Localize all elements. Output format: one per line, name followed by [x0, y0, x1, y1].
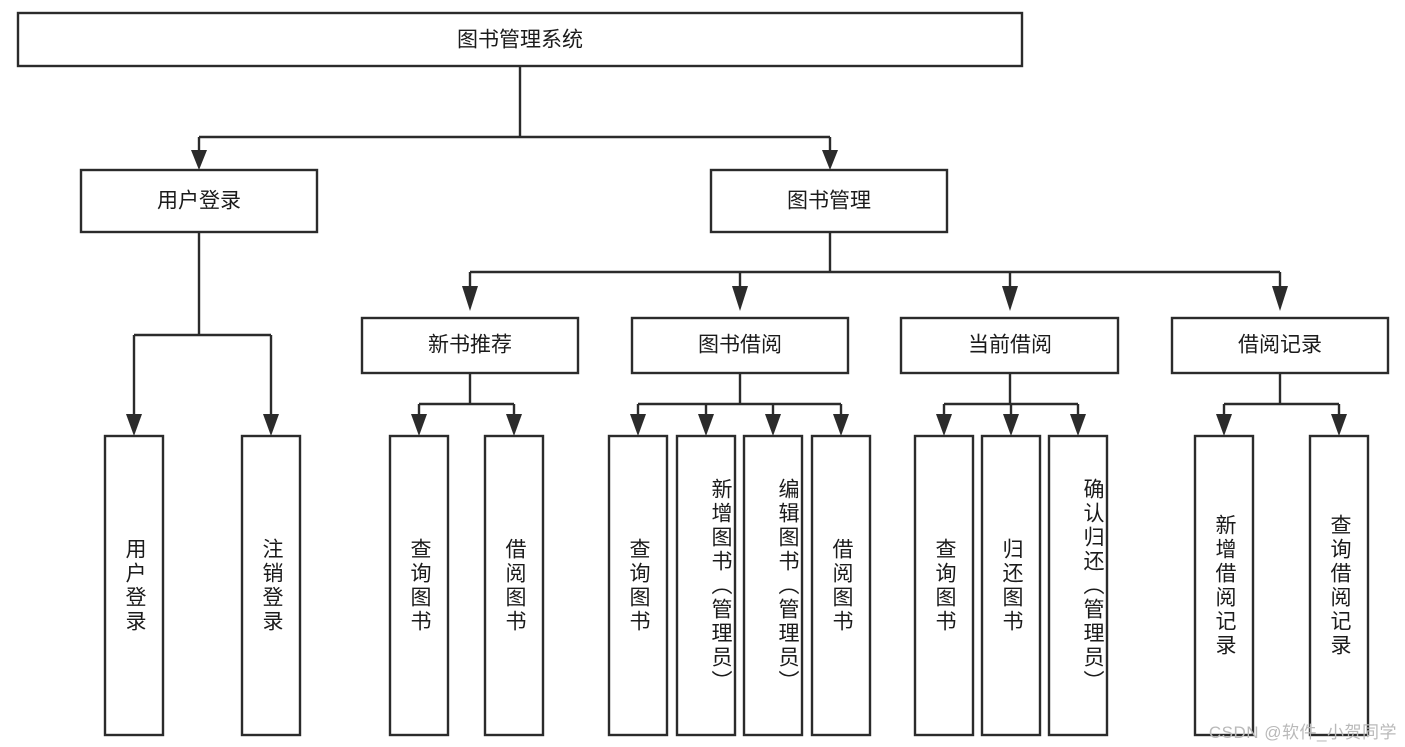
node-current-borrow[interactable]: 当前借阅 — [899, 316, 1120, 375]
node-current-borrow-label: 当前借阅 — [968, 334, 1052, 357]
leaf-box-current-borrow-3[interactable] — [1047, 434, 1109, 737]
node-root-box[interactable] — [16, 11, 1024, 68]
connectors-new-book-to-leaves — [411, 373, 522, 436]
node-book-manage[interactable]: 图书管理 — [709, 168, 949, 234]
arrow-head-bb-l2 — [698, 414, 714, 436]
arrow-head-br-l1 — [1216, 414, 1232, 436]
arrow-head-ul-leaf1 — [126, 414, 142, 436]
node-user-login[interactable]: 用户登录 — [79, 168, 319, 234]
node-borrow-record-label: 借阅记录 — [1238, 334, 1322, 357]
leaf-box-book-borrow-4[interactable] — [810, 434, 872, 737]
node-root[interactable]: 图书管理系统 — [16, 11, 1024, 68]
arrow-head-bm-c3 — [1002, 286, 1018, 311]
leaf-box-new-book-1[interactable] — [388, 434, 450, 737]
leaf-box-user-login-1[interactable] — [103, 434, 165, 737]
node-borrow-record[interactable]: 借阅记录 — [1170, 316, 1390, 375]
node-borrow-record-box[interactable] — [1170, 316, 1390, 375]
arrow-head-bb-l3 — [765, 414, 781, 436]
node-book-manage-box[interactable] — [709, 168, 949, 234]
arrow-head-bm-c2 — [732, 286, 748, 311]
leaf-box-user-login-2[interactable] — [240, 434, 302, 737]
node-current-borrow-box[interactable] — [899, 316, 1120, 375]
node-user-login-box[interactable] — [79, 168, 319, 234]
arrow-head-bb-l4 — [833, 414, 849, 436]
connectors-book-manage-to-level3 — [462, 232, 1288, 311]
connectors-book-borrow-to-leaves — [630, 373, 849, 436]
leaf-box-borrow-record-2[interactable] — [1308, 434, 1370, 737]
csdn-watermark: CSDN @软件_小贺同学 — [1208, 723, 1397, 742]
leaf-box-book-borrow-1[interactable] — [607, 434, 669, 737]
node-new-book-recommend[interactable]: 新书推荐 — [360, 316, 580, 375]
arrow-head-nb-l1 — [411, 414, 427, 436]
node-root-label: 图书管理系统 — [457, 29, 583, 52]
leaf-box-borrow-record-1[interactable] — [1193, 434, 1255, 737]
node-book-borrow[interactable]: 图书借阅 — [630, 316, 850, 375]
connectors-user-login-to-leaves — [126, 232, 279, 436]
node-new-book-recommend-box[interactable] — [360, 316, 580, 375]
arrow-head-cb-l2 — [1003, 414, 1019, 436]
node-new-book-recommend-label: 新书推荐 — [428, 334, 512, 357]
arrow-head-bb-l1 — [630, 414, 646, 436]
connectors-borrow-record-to-leaves — [1216, 373, 1347, 436]
leaf-box-new-book-2[interactable] — [483, 434, 545, 737]
node-book-manage-label: 图书管理 — [787, 190, 871, 213]
connectors-current-borrow-to-leaves — [936, 373, 1086, 436]
node-book-borrow-label: 图书借阅 — [698, 334, 782, 357]
node-user-login-label: 用户登录 — [157, 190, 241, 213]
leaf-box-current-borrow-2[interactable] — [980, 434, 1042, 737]
leaf-box-book-borrow-3[interactable] — [742, 434, 804, 737]
arrow-head-user-login — [191, 150, 207, 170]
connectors-root-to-level2 — [191, 66, 838, 170]
leaf-box-book-borrow-2[interactable] — [675, 434, 737, 737]
node-book-borrow-box[interactable] — [630, 316, 850, 375]
leaf-box-current-borrow-1[interactable] — [913, 434, 975, 737]
arrow-head-bm-c1 — [462, 286, 478, 311]
arrow-head-nb-l2 — [506, 414, 522, 436]
arrow-head-br-l2 — [1331, 414, 1347, 436]
arrow-head-bm-c4 — [1272, 286, 1288, 311]
arrow-head-cb-l1 — [936, 414, 952, 436]
arrow-head-cb-l3 — [1070, 414, 1086, 436]
arrow-head-ul-leaf2 — [263, 414, 279, 436]
arrow-head-book-manage — [822, 150, 838, 170]
